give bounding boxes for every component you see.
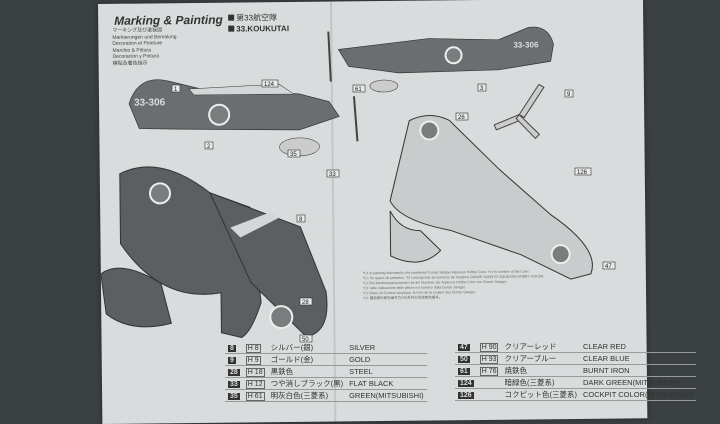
hobby-color: H 93 [479, 355, 499, 364]
color-code: 8 [228, 345, 236, 352]
color-en: SILVER [346, 342, 427, 354]
top-view-dark [100, 166, 328, 339]
tail-code-right: 33-306 [513, 40, 539, 49]
table-row: 9 H 9 ゴールド(金)GOLD [225, 353, 427, 366]
tail-code-left: 33-306 [134, 97, 166, 108]
propeller-drawing [493, 83, 545, 140]
hobby-color: H 76 [479, 367, 499, 376]
table-row: 126 コクピット色(三菱系)COCKPIT COLOR(MITSUBISHI) [455, 388, 696, 401]
color-code: 9 [228, 357, 236, 364]
color-code: 126 [458, 392, 474, 399]
color-code: 47 [458, 344, 470, 351]
aircraft-drawings: 33-306 33-306 [100, 26, 593, 339]
color-code: 50 [458, 356, 470, 363]
color-jp: つや消しブラック(黒) [267, 377, 347, 390]
color-en: GREEN(MITSUBISHI) [346, 389, 427, 402]
color-jp: クリアーブルー [501, 352, 580, 365]
color-code: 124 [458, 380, 474, 387]
color-notes: *Cl: In painting indicated to the number… [363, 268, 633, 301]
table-row: 8 H 8 シルバー(銀)SILVER [225, 342, 427, 354]
table-row: 124 暗緑色(三菱系)DARK GREEN(MITSUBISHI) [455, 376, 696, 389]
hobby-color: H 8 [245, 344, 261, 353]
color-en: DARK GREEN(MITSUBISHI) [579, 376, 696, 389]
color-code: 61 [458, 368, 470, 375]
color-code: 33 [228, 381, 240, 388]
color-table-left: 8 H 8 シルバー(銀)SILVER 9 H 9 ゴールド(金)GOLD 28 H 18… [225, 342, 427, 402]
hobby-color: H 9 [245, 356, 261, 365]
instruction-sheet: Marking & Painting マーキング及び塗装図 Markierung… [98, 0, 648, 424]
color-en: GOLD [346, 353, 427, 366]
color-code: 35 [228, 393, 240, 400]
color-jp: 明灰白色(三菱系) [267, 389, 347, 402]
color-jp: ゴールド(金) [267, 353, 347, 366]
color-jp: 暗緑色(三菱系) [501, 376, 580, 389]
color-en: COCKPIT COLOR(MITSUBISHI) [579, 388, 696, 401]
color-jp: 焼鉄色 [501, 364, 580, 377]
color-jp: クリアーレッド [501, 341, 580, 353]
hobby-color: H 12 [245, 380, 265, 389]
hobby-color: H 61 [245, 392, 265, 401]
color-en: BURNT IRON [579, 364, 696, 377]
bottom-view-light [389, 115, 593, 280]
color-code: 28 [228, 369, 240, 376]
color-en: CLEAR BLUE [579, 352, 696, 365]
color-jp: シルバー(銀) [267, 342, 347, 354]
hobby-color: H 18 [245, 368, 265, 377]
side-view-right: 33-306 [327, 26, 554, 93]
hobby-color: H 90 [479, 343, 499, 352]
color-jp: コクピット色(三菱系) [501, 388, 580, 401]
color-jp: 黒鉄色 [267, 365, 347, 378]
side-view-left: 33-306 [128, 79, 359, 157]
color-en: CLEAR RED [579, 341, 696, 353]
color-en: STEEL [346, 365, 427, 378]
color-en: FLAT BLACK [346, 377, 427, 390]
